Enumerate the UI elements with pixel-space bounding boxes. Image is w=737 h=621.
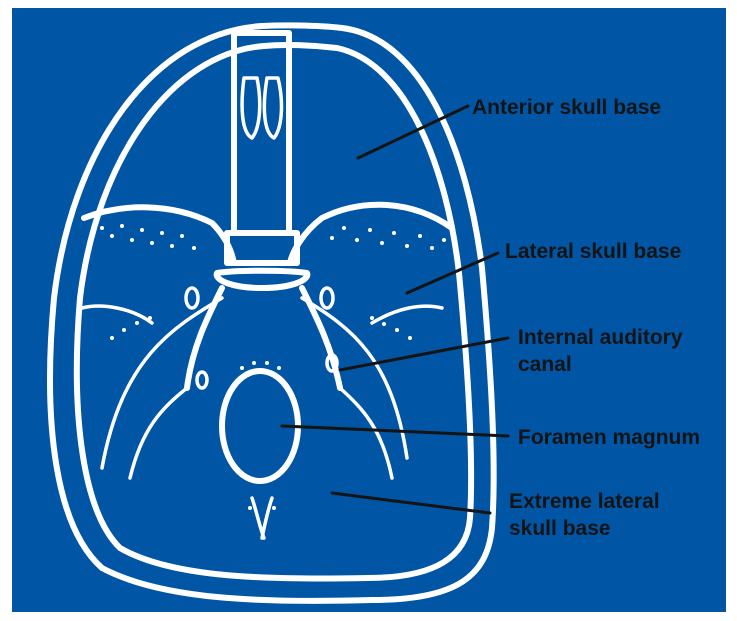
label-internal-auditory-canal-1: Internal auditory	[518, 326, 683, 349]
label-anterior-skull-base: Anterior skull base	[472, 96, 661, 119]
skull-base-diagram: Anterior skull base Lateral skull base I…	[12, 8, 726, 612]
label-foramen-magnum: Foramen magnum	[518, 426, 700, 449]
label-extreme-lateral-2: skull base	[509, 517, 611, 540]
label-lateral-skull-base: Lateral skull base	[505, 240, 681, 263]
label-extreme-lateral-1: Extreme lateral	[509, 490, 660, 513]
label-internal-auditory-canal-2: canal	[518, 353, 572, 376]
